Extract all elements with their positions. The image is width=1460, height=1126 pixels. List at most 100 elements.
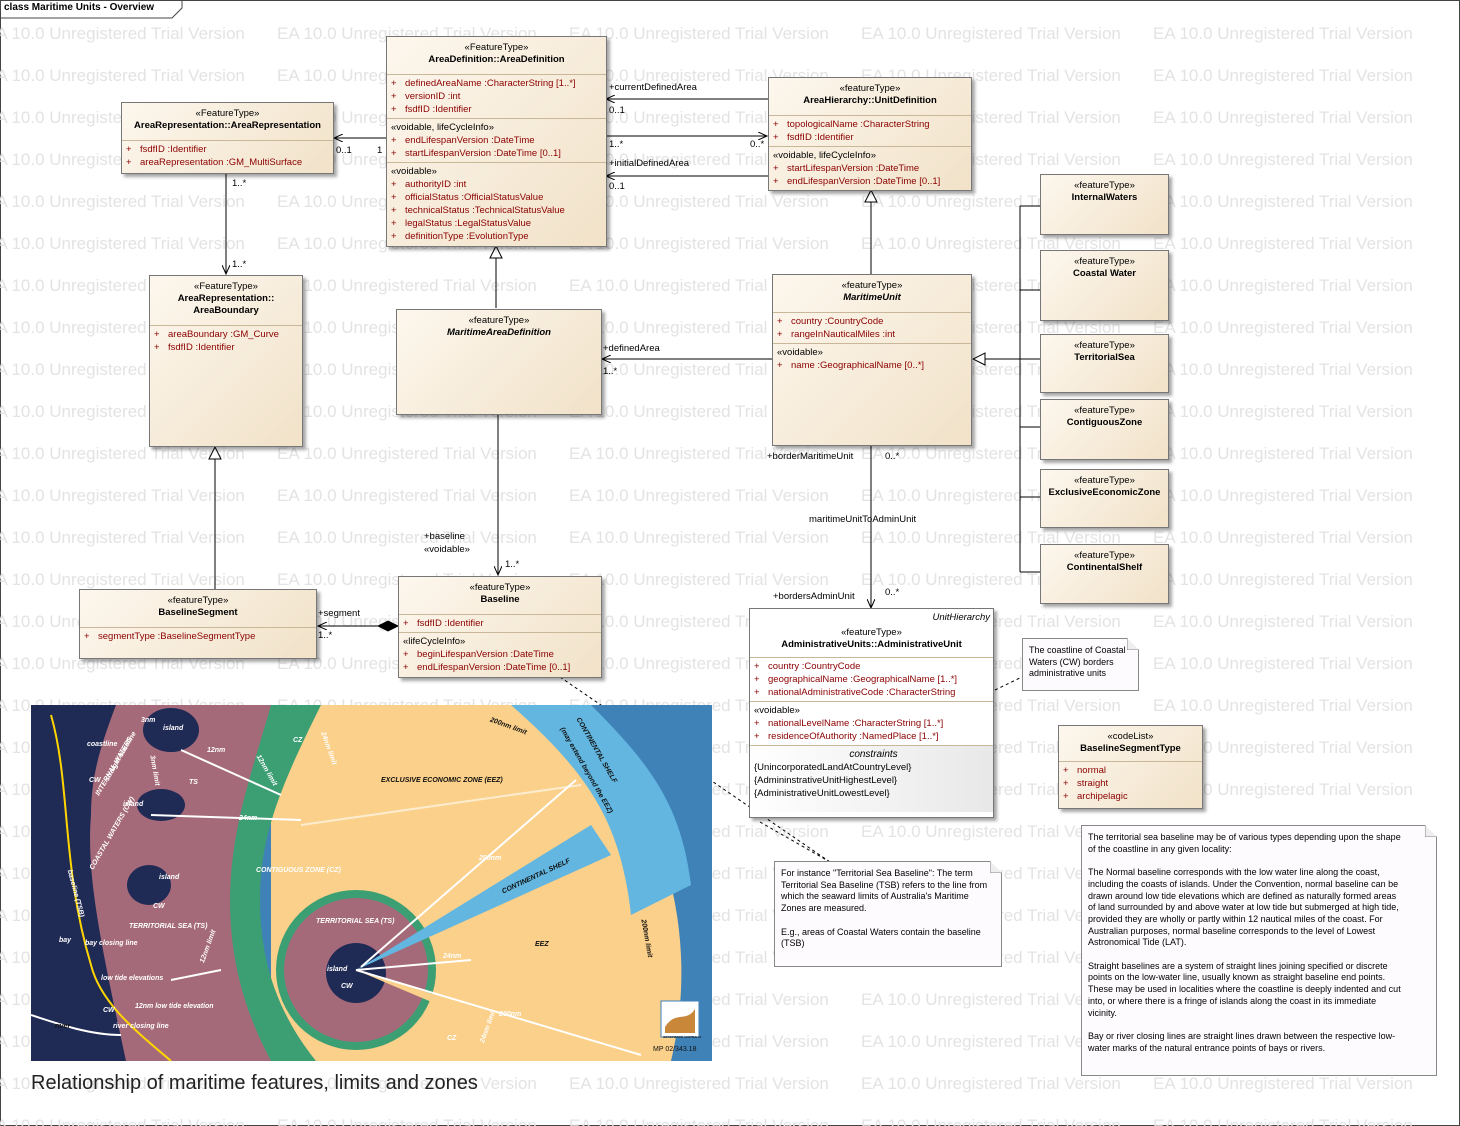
class-unit-definition[interactable]: «featureType»AreaHierarchy::UnitDefiniti… <box>768 77 972 191</box>
map-label: low tide elevations <box>101 975 164 982</box>
frame-title: class Maritime Units - Overview <box>4 2 155 13</box>
class-coastal-water[interactable]: «featureType»Coastal Water <box>1040 250 1169 321</box>
role-current-defined-area: +currentDefinedArea <box>609 82 697 93</box>
class-attribute[interactable]: +authorityID :int <box>391 179 467 190</box>
class-continental-shelf[interactable]: «featureType»ContinentalShelf <box>1040 544 1169 604</box>
class-attribute[interactable]: +country :CountryCode <box>754 661 861 672</box>
class-attribute[interactable]: +nationalAdministrativeCode :CharacterSt… <box>754 687 956 698</box>
map-label: island <box>159 874 180 881</box>
class-maritime-unit[interactable]: «featureType»MaritimeUnit +country :Coun… <box>772 274 972 446</box>
class-attribute[interactable]: +fsdfID :Identifier <box>154 342 235 353</box>
role-stereotype: «voidable» <box>424 544 470 555</box>
class-attribute[interactable]: +fsdfID :Identifier <box>391 104 472 115</box>
class-attribute[interactable]: +fsdfID :Identifier <box>126 144 207 155</box>
note-fold <box>990 861 1002 873</box>
note-fold <box>1425 825 1437 837</box>
assoc-name: maritimeUnitToAdminUnit <box>809 514 917 525</box>
map-label: CONTIGUOUS ZONE (CZ) <box>256 867 341 874</box>
class-attribute[interactable]: +startLifespanVersion :DateTime <box>773 163 920 174</box>
mult: 1..* <box>603 366 618 377</box>
note-line: points on the low-water line, usually kn… <box>1088 972 1386 983</box>
note-tsb[interactable]: For instance "Territorial Sea Baseline":… <box>774 861 1002 967</box>
class-attribute[interactable]: +segmentType :BaselineSegmentType <box>84 631 256 642</box>
map-label: 24nm <box>239 815 258 822</box>
map-label: CW <box>153 903 165 910</box>
role-initial-defined-area: +initialDefinedArea <box>609 158 690 169</box>
mult: 1..* <box>609 139 624 150</box>
note-line: drawn around low tide elevations which a… <box>1088 890 1397 901</box>
mult: 1..* <box>232 259 247 270</box>
note-line: of land surrounded by and above water at… <box>1088 902 1399 913</box>
class-attribute[interactable]: +definedAreaName :CharacterString [1..*] <box>391 78 576 89</box>
role-defined-area: +definedArea <box>603 343 660 354</box>
class-attribute[interactable]: +areaBoundary :GM_Curve <box>154 329 279 340</box>
map-label: TS <box>189 779 198 786</box>
class-attribute[interactable]: +fsdfID :Identifier <box>773 132 854 143</box>
class-attribute[interactable]: +beginLifespanVersion :DateTime <box>403 649 554 660</box>
class-attribute[interactable]: +nationalLevelName :CharacterString [1..… <box>754 718 944 729</box>
note-line: (TSB) <box>781 938 805 949</box>
mult: 0..* <box>885 451 900 462</box>
class-attribute[interactable]: +startLifespanVersion :DateTime [0..1] <box>391 148 561 159</box>
class-attribute[interactable]: +areaRepresentation :GM_MultiSurface <box>126 157 303 168</box>
class-attribute[interactable]: +residenceOfAuthority :NamedPlace [1..*] <box>754 731 939 742</box>
class-attribute[interactable]: +definitionType :EvolutionType <box>391 231 529 242</box>
class-attribute[interactable]: +endLifespanVersion :DateTime [0..1] <box>773 176 941 187</box>
class-territorial-sea[interactable]: «featureType»TerritorialSea <box>1040 334 1169 393</box>
class-attribute[interactable]: +technicalStatus :TechnicalStatusValue <box>391 205 565 216</box>
note-line: administrative units <box>1029 668 1107 679</box>
map-label: bay <box>59 937 72 944</box>
map-label: CZ <box>447 1035 457 1042</box>
mult: 0..1 <box>609 105 625 116</box>
class-area-boundary[interactable]: «FeatureType»AreaRepresentation::AreaBou… <box>149 275 303 447</box>
map-label: 3nm <box>141 717 156 724</box>
composition-diamond <box>376 620 400 632</box>
note-baseline-types[interactable]: The territorial sea baseline may be of v… <box>1081 825 1437 1076</box>
map-label: 24nm <box>443 953 462 960</box>
class-maritime-area-definition[interactable]: «featureType»MaritimeAreaDefinition <box>396 309 602 415</box>
note-line: Australian purposes, normal baseline cor… <box>1088 925 1376 936</box>
map-label: island <box>327 966 348 973</box>
class-attribute[interactable]: +geographicalName :GeographicalName [1..… <box>754 674 958 685</box>
role-border-maritime-unit: +borderMaritimeUnit <box>767 451 854 462</box>
class-attribute[interactable]: +versionID :int <box>391 91 461 102</box>
class-attribute[interactable]: +officialStatus :OfficialStatusValue <box>391 192 544 203</box>
class-area-definition[interactable]: «FeatureType»AreaDefinition::AreaDefinit… <box>386 36 607 247</box>
note-line <box>781 915 995 927</box>
note-line: Bay or river closing lines are straight … <box>1088 1030 1396 1041</box>
note-line: vicinity. <box>1088 1007 1117 1018</box>
class-attribute[interactable]: +archipelagic <box>1063 791 1128 802</box>
class-attribute[interactable]: +endLifespanVersion :DateTime [0..1] <box>403 662 571 673</box>
map-label: coastline <box>87 741 118 748</box>
class-attribute[interactable]: +country :CountryCode <box>777 316 884 327</box>
class-attribute[interactable]: +rangeInNauticalMiles :int <box>777 329 896 340</box>
class-internal-waters[interactable]: «featureType»InternalWaters <box>1040 174 1169 235</box>
stereotype-group: «voidable» <box>391 166 437 177</box>
role-borders-admin-unit: +bordersAdminUnit <box>773 591 855 602</box>
class-attribute[interactable]: +fsdfID :Identifier <box>403 618 484 629</box>
constraint: {AdmininstrativeUnitHighestLevel} <box>754 775 898 786</box>
note-line: including the coasts of islands. Under t… <box>1088 878 1399 889</box>
class-administrative-unit[interactable]: UnitHierarchy «featureType»Administrativ… <box>749 608 994 818</box>
note-line: The Normal baseline corresponds with the… <box>1088 867 1380 878</box>
class-exclusive-economic-zone[interactable]: «featureType»ExclusiveEconomicZone <box>1040 469 1169 528</box>
class-contiguous-zone[interactable]: «featureType»ContiguousZone <box>1040 399 1169 460</box>
map-label: 12nm <box>207 747 226 754</box>
class-baseline[interactable]: «featureType»Baseline +fsdfID :Identifie… <box>398 576 602 678</box>
note-line: The territorial sea baseline may be of v… <box>1088 832 1401 842</box>
class-attribute[interactable]: +straight <box>1063 778 1109 789</box>
class-attribute[interactable]: +legalStatus :LegalStatusValue <box>391 218 532 229</box>
class-attribute[interactable]: +normal <box>1063 765 1107 776</box>
map-label: TERRITORIAL SEA (TS) <box>129 923 208 930</box>
stereotype-group: «voidable, lifeCycleInfo» <box>391 122 494 133</box>
class-baseline-segment[interactable]: «featureType»BaselineSegment +segmentTyp… <box>79 589 317 659</box>
map-label: EXCLUSIVE ECONOMIC ZONE (EEZ) <box>381 777 503 784</box>
class-attribute[interactable]: +endLifespanVersion :DateTime <box>391 135 535 146</box>
class-baseline-segment-type[interactable]: «codeList»BaselineSegmentType +normal+st… <box>1058 725 1203 809</box>
geoscience-logo: GEOSCIENCE AUSTRALIA <box>663 1035 702 1039</box>
class-attribute[interactable]: +topologicalName :CharacterString <box>773 119 930 130</box>
class-area-representation[interactable]: «FeatureType»AreaRepresentation::AreaRep… <box>121 102 334 174</box>
class-attribute[interactable]: +name :GeographicalName [0..*] <box>777 360 925 371</box>
mult: 1..* <box>318 630 333 641</box>
